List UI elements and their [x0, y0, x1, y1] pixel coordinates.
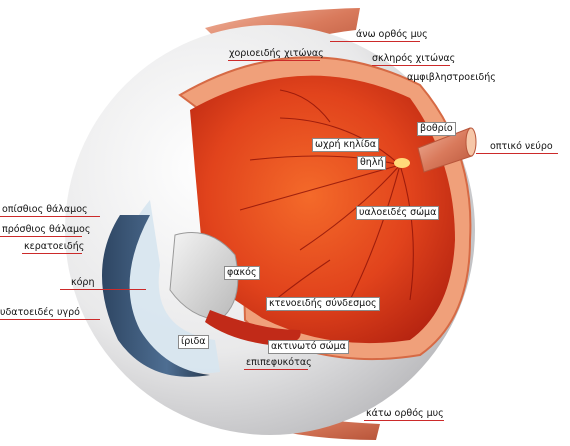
label-conjunctiva: επιπεφυκότας — [246, 357, 312, 368]
label-ciliary-body: ακτινωτό σώμα — [268, 340, 349, 354]
ciliary-body-shape — [205, 310, 301, 345]
leader-anterior-chamber — [0, 236, 82, 237]
leader-cornea — [22, 253, 82, 254]
leader-posterior-chamber — [0, 216, 100, 217]
label-vitreous-body: υαλοειδές σώμα — [356, 206, 440, 220]
lens-shape — [169, 232, 239, 321]
optic-disc — [394, 158, 410, 168]
label-posterior-chamber: οπίσθιος θάλαμος — [2, 204, 88, 215]
label-pupil: κόρη — [71, 277, 95, 288]
leader-inferior-rectus — [364, 420, 444, 421]
optic-nerve-end — [465, 127, 477, 157]
label-inferior-rectus: κάτω ορθός μυς — [366, 408, 444, 419]
leader-pupil — [60, 289, 146, 290]
label-aqueous-humor: υδατοειδές υγρό — [0, 307, 80, 318]
label-fovea: βοθρίο — [417, 122, 456, 136]
label-retina: αμφιβληστροειδής — [407, 72, 496, 83]
cornea-shape — [119, 200, 220, 374]
leader-sclera — [372, 65, 450, 66]
leader-choroid — [228, 60, 320, 61]
label-iris: ίριδα — [178, 335, 209, 349]
label-choroid: χοριοειδής χιτώνας — [229, 48, 324, 59]
label-sclera: σκληρός χιτώνας — [372, 53, 456, 64]
label-superior-rectus: άνω ορθός μυς — [356, 29, 428, 40]
label-lens: φακός — [224, 266, 260, 280]
label-suspensory-ligament: κτενοειδής σύνδεσμος — [266, 297, 380, 311]
label-macula: ωχρή κηλίδα — [312, 138, 380, 152]
leader-optic-nerve — [476, 153, 558, 154]
label-anterior-chamber: πρόσθιος θάλαμος — [2, 224, 91, 235]
label-optic-papilla: θηλή — [357, 156, 387, 170]
label-cornea: κερατοειδής — [24, 241, 85, 252]
iris-shape — [101, 215, 210, 377]
label-optic-nerve: οπτικό νεύρο — [490, 141, 553, 152]
leader-conjunctiva — [244, 369, 308, 370]
leader-superior-rectus — [330, 41, 420, 42]
leader-aqueous-humor — [0, 319, 100, 320]
